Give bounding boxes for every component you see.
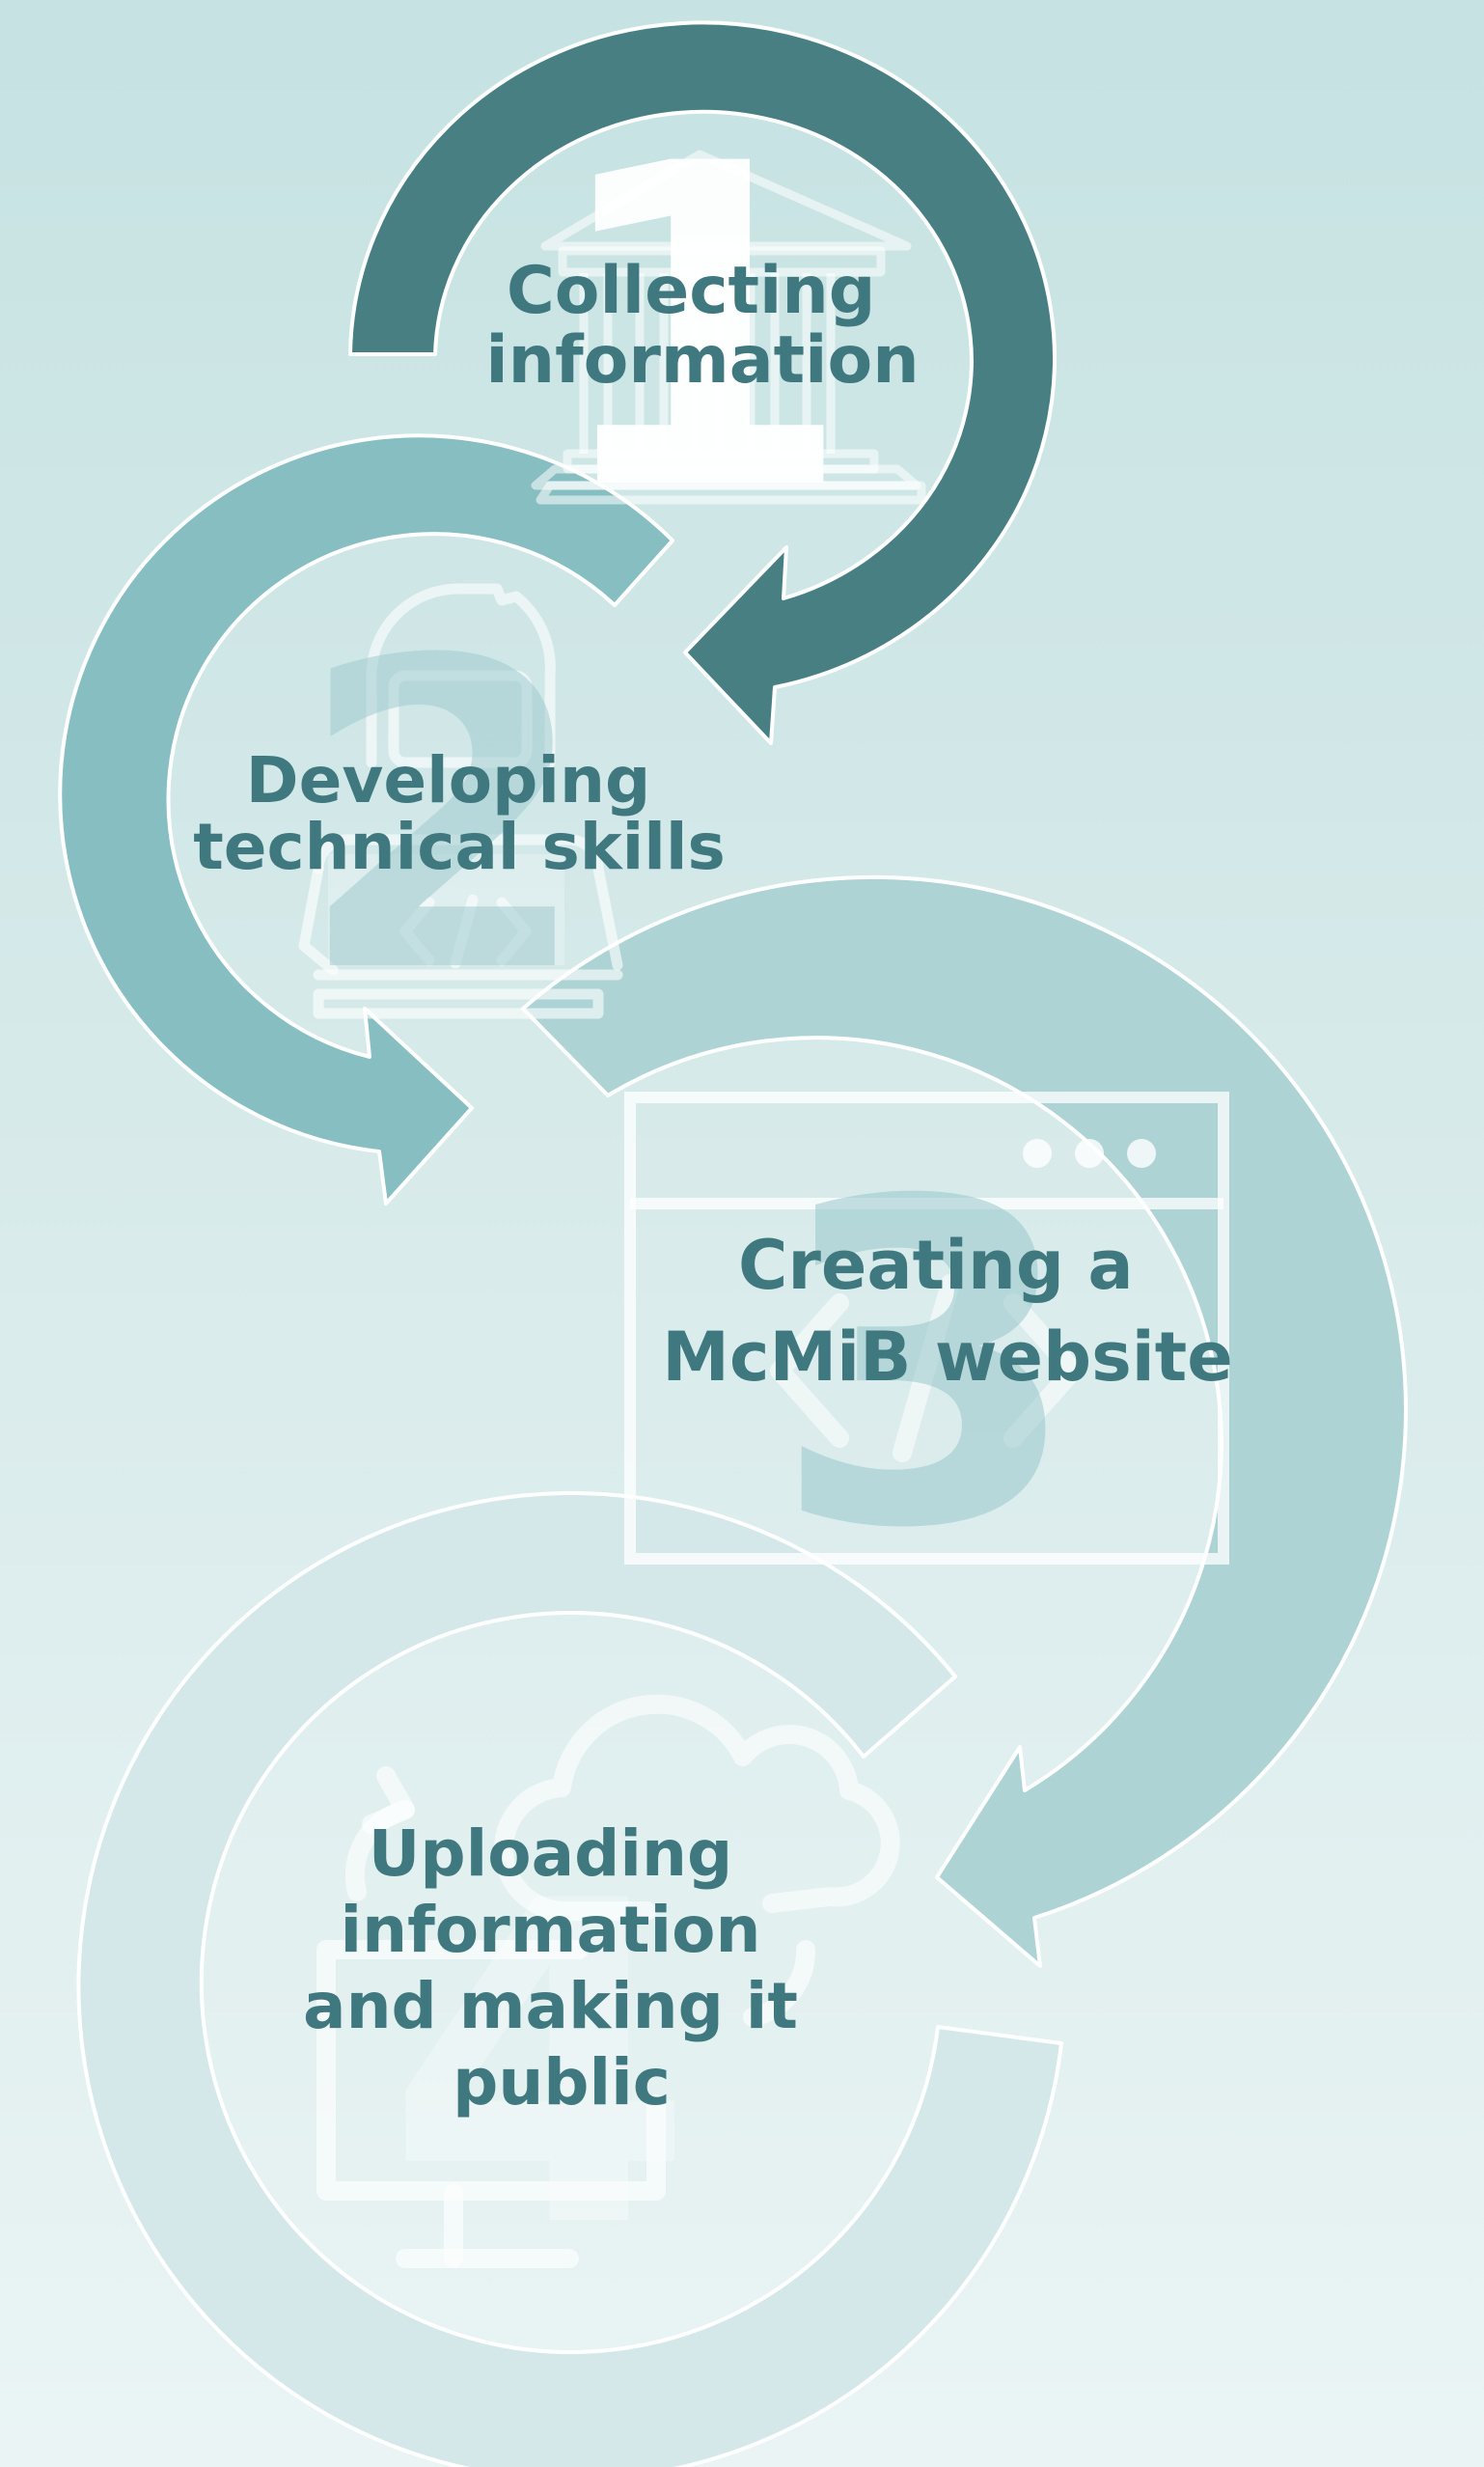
- step-3-title-line-2: McMiB website: [662, 1317, 1232, 1397]
- step-1-title: Collecting information: [485, 253, 919, 399]
- step-3-cycle-arrow: [521, 874, 1408, 1968]
- step-2: 2 Developing technical skills: [58, 433, 726, 1206]
- step-1-title-line-2: information: [485, 322, 919, 399]
- step-1-cycle-arrow: [348, 20, 1057, 745]
- developer-laptop-icon: [298, 583, 623, 1019]
- browser-window-code-icon: [624, 1092, 1229, 1565]
- step-3-title-line-1: Creating a: [738, 1226, 1134, 1305]
- step-4-number: 4: [386, 1809, 695, 2325]
- step-4: 4 Uploading information and making it pu…: [76, 1491, 1063, 2467]
- step-2-title-line-1: Developing: [246, 743, 650, 818]
- step-2-number: 2: [296, 571, 591, 1066]
- step-1: 1 Collecting information: [348, 20, 1057, 745]
- step-3-number: 3: [772, 1109, 1081, 1625]
- step-1-number: 1: [545, 71, 854, 588]
- step-4-title: Uploading information and making it publ…: [303, 1816, 820, 2120]
- step-4-title-line-3: and making it: [303, 1969, 798, 2043]
- step-3: 3 Creating a McMiB website: [521, 874, 1408, 1968]
- step-4-title-line-2: information: [340, 1893, 760, 1967]
- step-2-title: Developing technical skills: [193, 743, 726, 884]
- step-4-title-line-4: public: [453, 2045, 671, 2120]
- step-4-cycle-arrow: [76, 1491, 1063, 2467]
- step-2-title-line-2: technical skills: [193, 810, 726, 884]
- step-1-title-line-1: Collecting: [507, 253, 876, 329]
- cloud-upload-monitor-icon: [316, 1694, 900, 2268]
- step-2-cycle-arrow: [58, 433, 674, 1206]
- step-3-title: Creating a McMiB website: [662, 1226, 1232, 1397]
- museum-building-icon: [531, 150, 926, 505]
- step-4-title-line-1: Uploading: [369, 1816, 732, 1891]
